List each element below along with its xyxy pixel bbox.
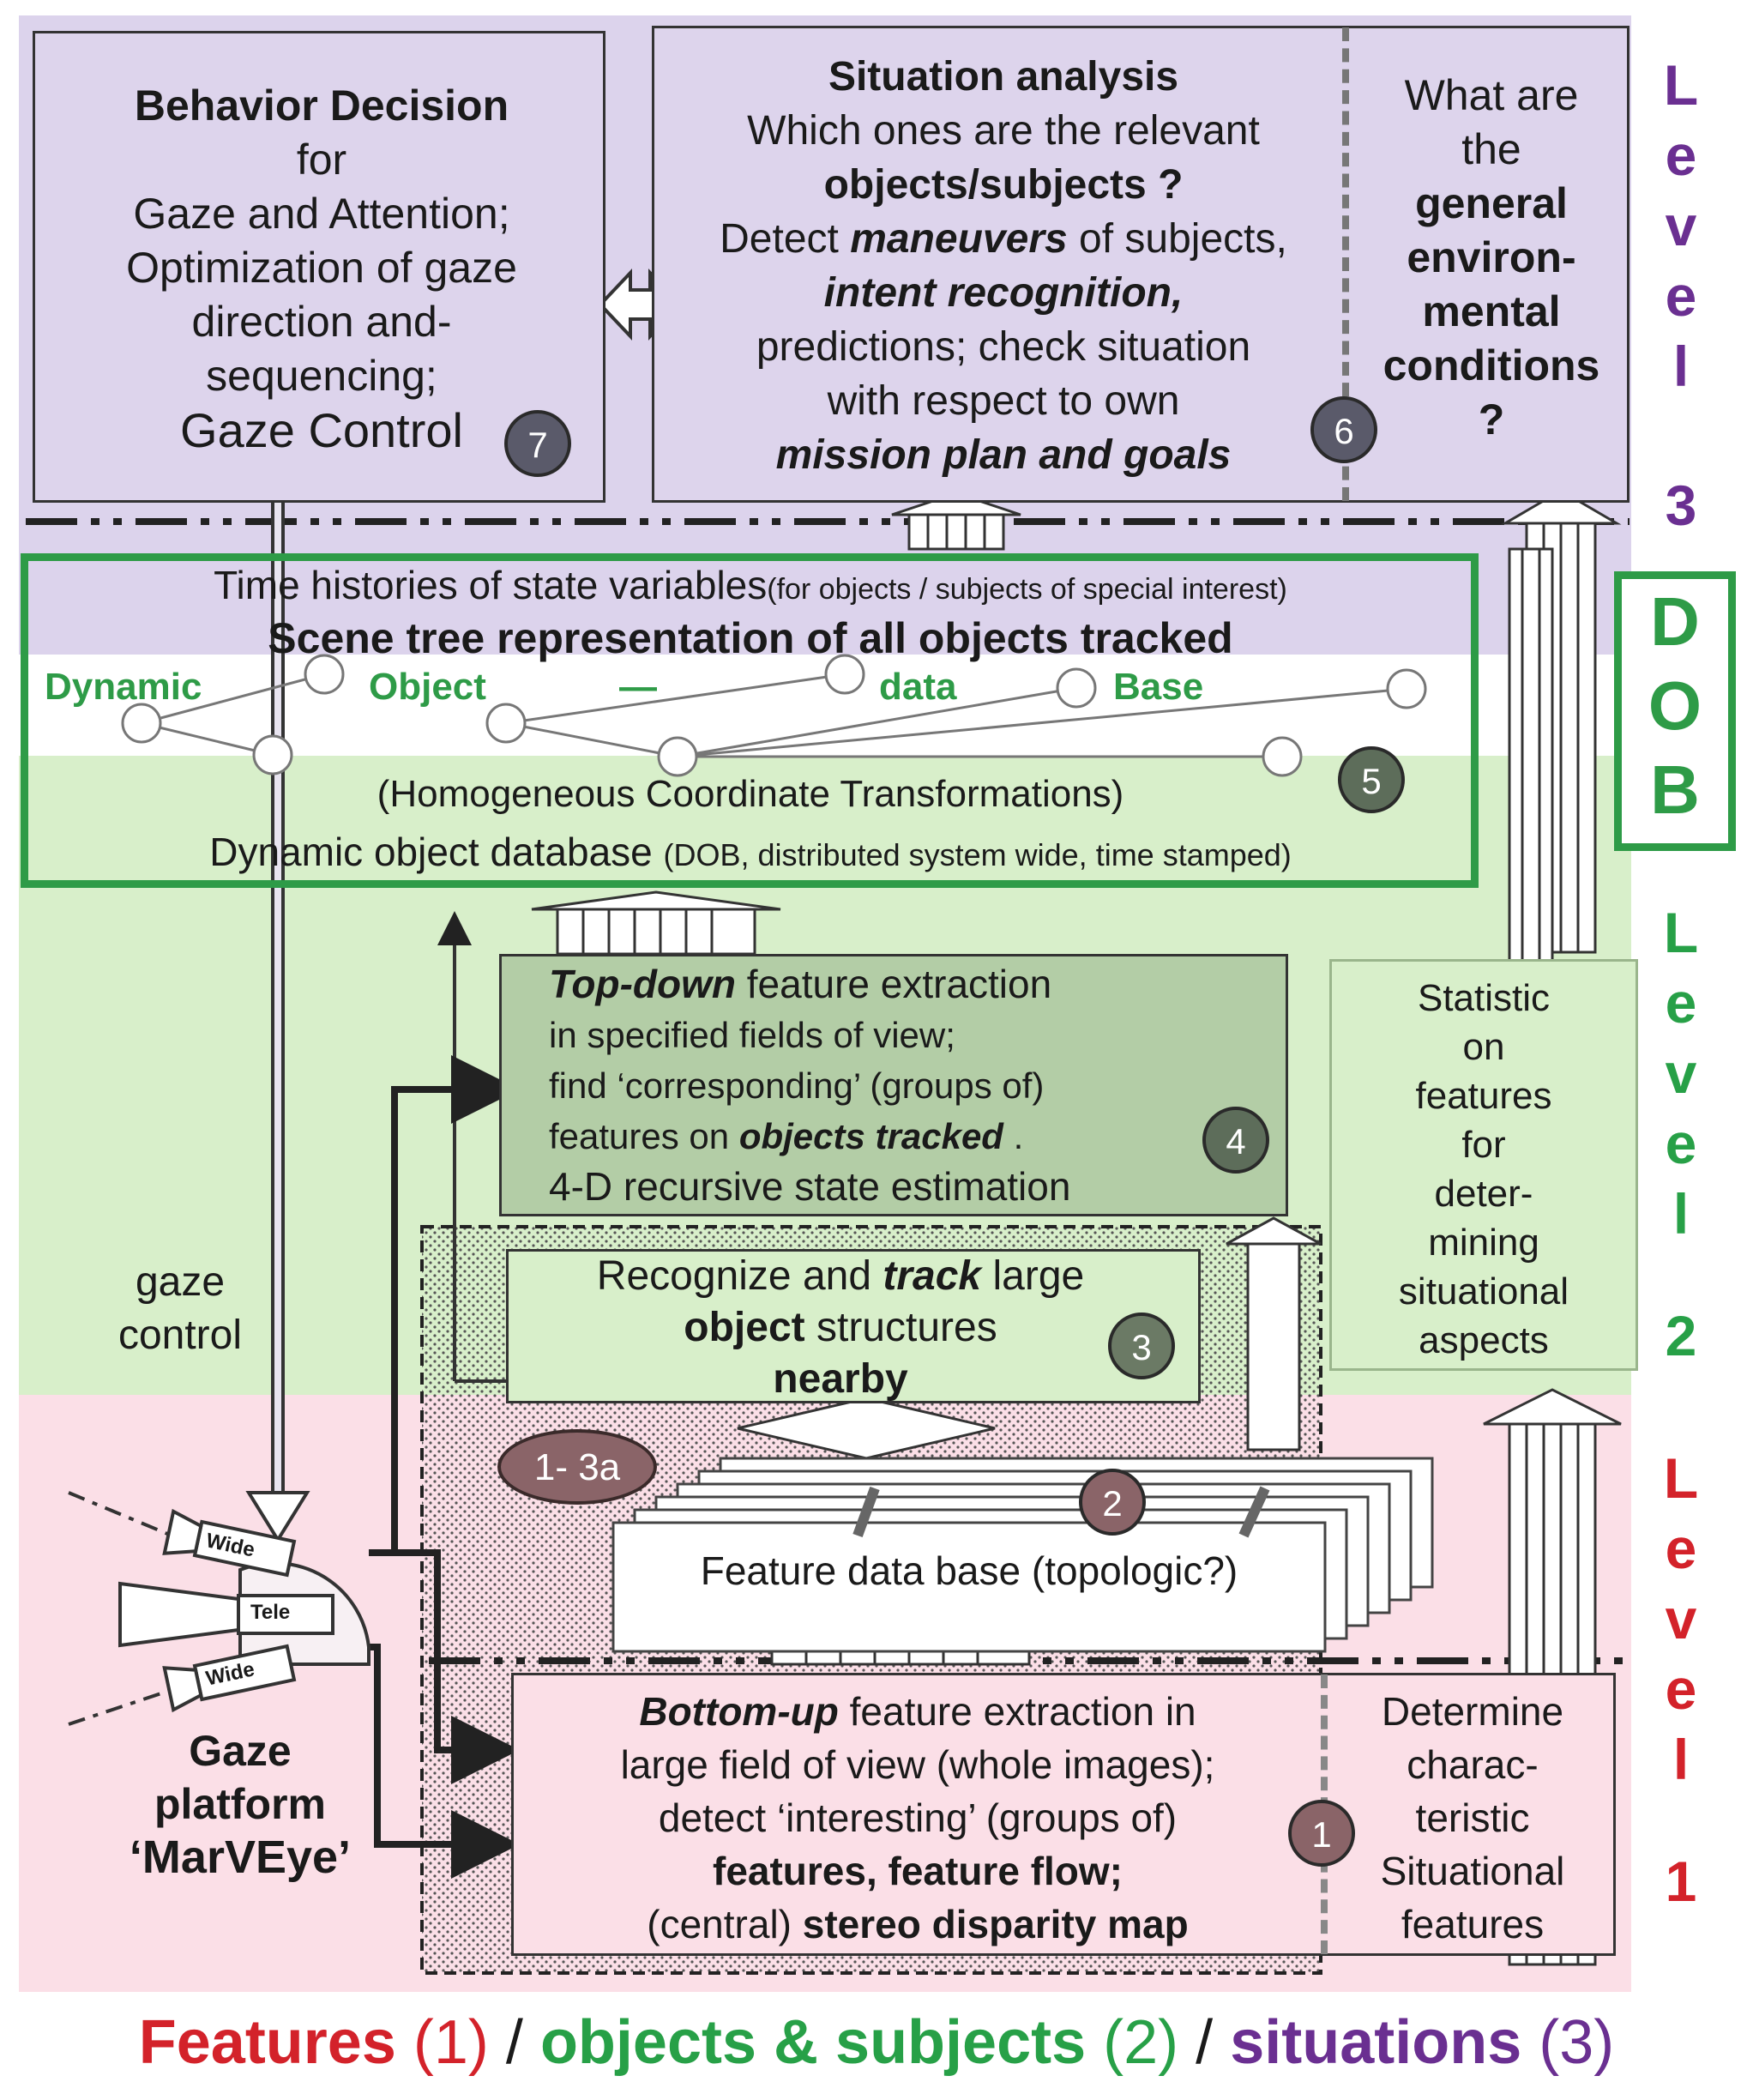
legend-features: Features bbox=[138, 2008, 396, 2077]
tree-node bbox=[485, 703, 527, 744]
up-arrow-to-box4 bbox=[1226, 1216, 1322, 1451]
recognize-track-text: Recognize and track large object structu… bbox=[596, 1253, 1085, 1402]
top-down-extraction-box bbox=[499, 954, 1288, 1216]
determine-situational-text: Determine charac- teristic Situational f… bbox=[1380, 1689, 1565, 1946]
statistic-box bbox=[1329, 959, 1638, 1371]
scene-tree-title: Scene tree representation of all objects… bbox=[268, 614, 1233, 662]
situation-analysis-text: Situation analysis Which ones are the re… bbox=[665, 50, 1342, 482]
dob-word-dynamic: Dynamic bbox=[45, 666, 202, 708]
badge-1: 1 bbox=[1288, 1800, 1355, 1867]
tree-node bbox=[824, 654, 865, 695]
dob-database-line: Dynamic object database (DOB, distribute… bbox=[209, 830, 1292, 874]
bottom-up-extraction-box bbox=[511, 1673, 1616, 1956]
recognize-track-box bbox=[506, 1249, 1201, 1403]
badge-1-3a: 1- 3a bbox=[497, 1429, 657, 1505]
situation-analysis-box bbox=[652, 26, 1630, 503]
gaze-control-label: Gaze Control bbox=[180, 403, 463, 457]
tree-node bbox=[304, 654, 345, 695]
gaze-platform-label: Gaze platform ‘MarVEye’ bbox=[129, 1727, 352, 1883]
scene-tree bbox=[121, 654, 1427, 777]
tree-node bbox=[1056, 667, 1097, 709]
time-histories-line: Time histories of state variables(for ob… bbox=[214, 563, 1287, 607]
legend: Features (1) / objects & subjects (2) / … bbox=[138, 2008, 1615, 2077]
top-down-text: Top-down feature extraction in specified… bbox=[549, 962, 1071, 1209]
badge-2: 2 bbox=[1079, 1469, 1146, 1536]
feature-db-label: Feature data base (topologic?) bbox=[700, 1548, 1238, 1593]
dob-side-letters: D O B bbox=[1648, 583, 1702, 828]
behavior-decision-title: Behavior Decision bbox=[134, 81, 509, 130]
feature-db-stack bbox=[611, 1457, 1434, 1653]
gaze-feed-arrow-1b bbox=[369, 1644, 520, 1879]
badge-7: 7 bbox=[504, 410, 571, 477]
dob-side-label bbox=[1614, 571, 1736, 851]
dob-word-data: data bbox=[879, 666, 957, 708]
tree-node bbox=[1262, 736, 1303, 777]
dob-word-dash: — bbox=[619, 666, 657, 708]
behavior-decision-text: Behavior Decision for Gaze and Attention… bbox=[51, 79, 592, 457]
badge-5: 5 bbox=[1338, 746, 1405, 813]
badge-3: 3 bbox=[1108, 1312, 1175, 1379]
situation-divider bbox=[1342, 27, 1349, 501]
badge-4: 4 bbox=[1202, 1107, 1269, 1174]
legend-situations: situations bbox=[1230, 2008, 1522, 2077]
dob-word-base: Base bbox=[1113, 666, 1204, 708]
camera-tele: Tele bbox=[250, 1601, 291, 1624]
homogeneous-transform-label: (Homogeneous Coordinate Transformations) bbox=[377, 773, 1124, 815]
environment-conditions-text: What are the general environ- mental con… bbox=[1383, 71, 1600, 444]
gaze-control-side-label: gaze control bbox=[117, 1259, 243, 1358]
gaze-feed-arrow-4 bbox=[391, 1055, 520, 1553]
tree-node bbox=[657, 736, 698, 777]
up-arrow-to-dob bbox=[531, 890, 781, 956]
legend-objects: objects & subjects bbox=[539, 2008, 1087, 2077]
situation-analysis-title: Situation analysis bbox=[828, 54, 1179, 100]
gaze-feed-arrow-1a bbox=[369, 1549, 520, 1784]
stat-to-dob-arrow bbox=[1508, 547, 1554, 962]
tree-node bbox=[252, 734, 293, 775]
tree-node bbox=[121, 703, 162, 744]
tree-node bbox=[1386, 668, 1427, 709]
statistic-text: Statistic on features for deter- mining … bbox=[1398, 977, 1569, 1361]
gaze-platform-drawing bbox=[68, 1491, 370, 1726]
badge-6: 6 bbox=[1310, 396, 1377, 463]
dob-box bbox=[21, 553, 1479, 888]
dob-word-object: Object bbox=[369, 666, 486, 708]
bottom-up-text: Bottom-up feature extraction in large fi… bbox=[620, 1689, 1215, 1946]
up-arrow-to-6 bbox=[891, 492, 1021, 551]
diamond-arrow-left bbox=[737, 1397, 996, 1460]
